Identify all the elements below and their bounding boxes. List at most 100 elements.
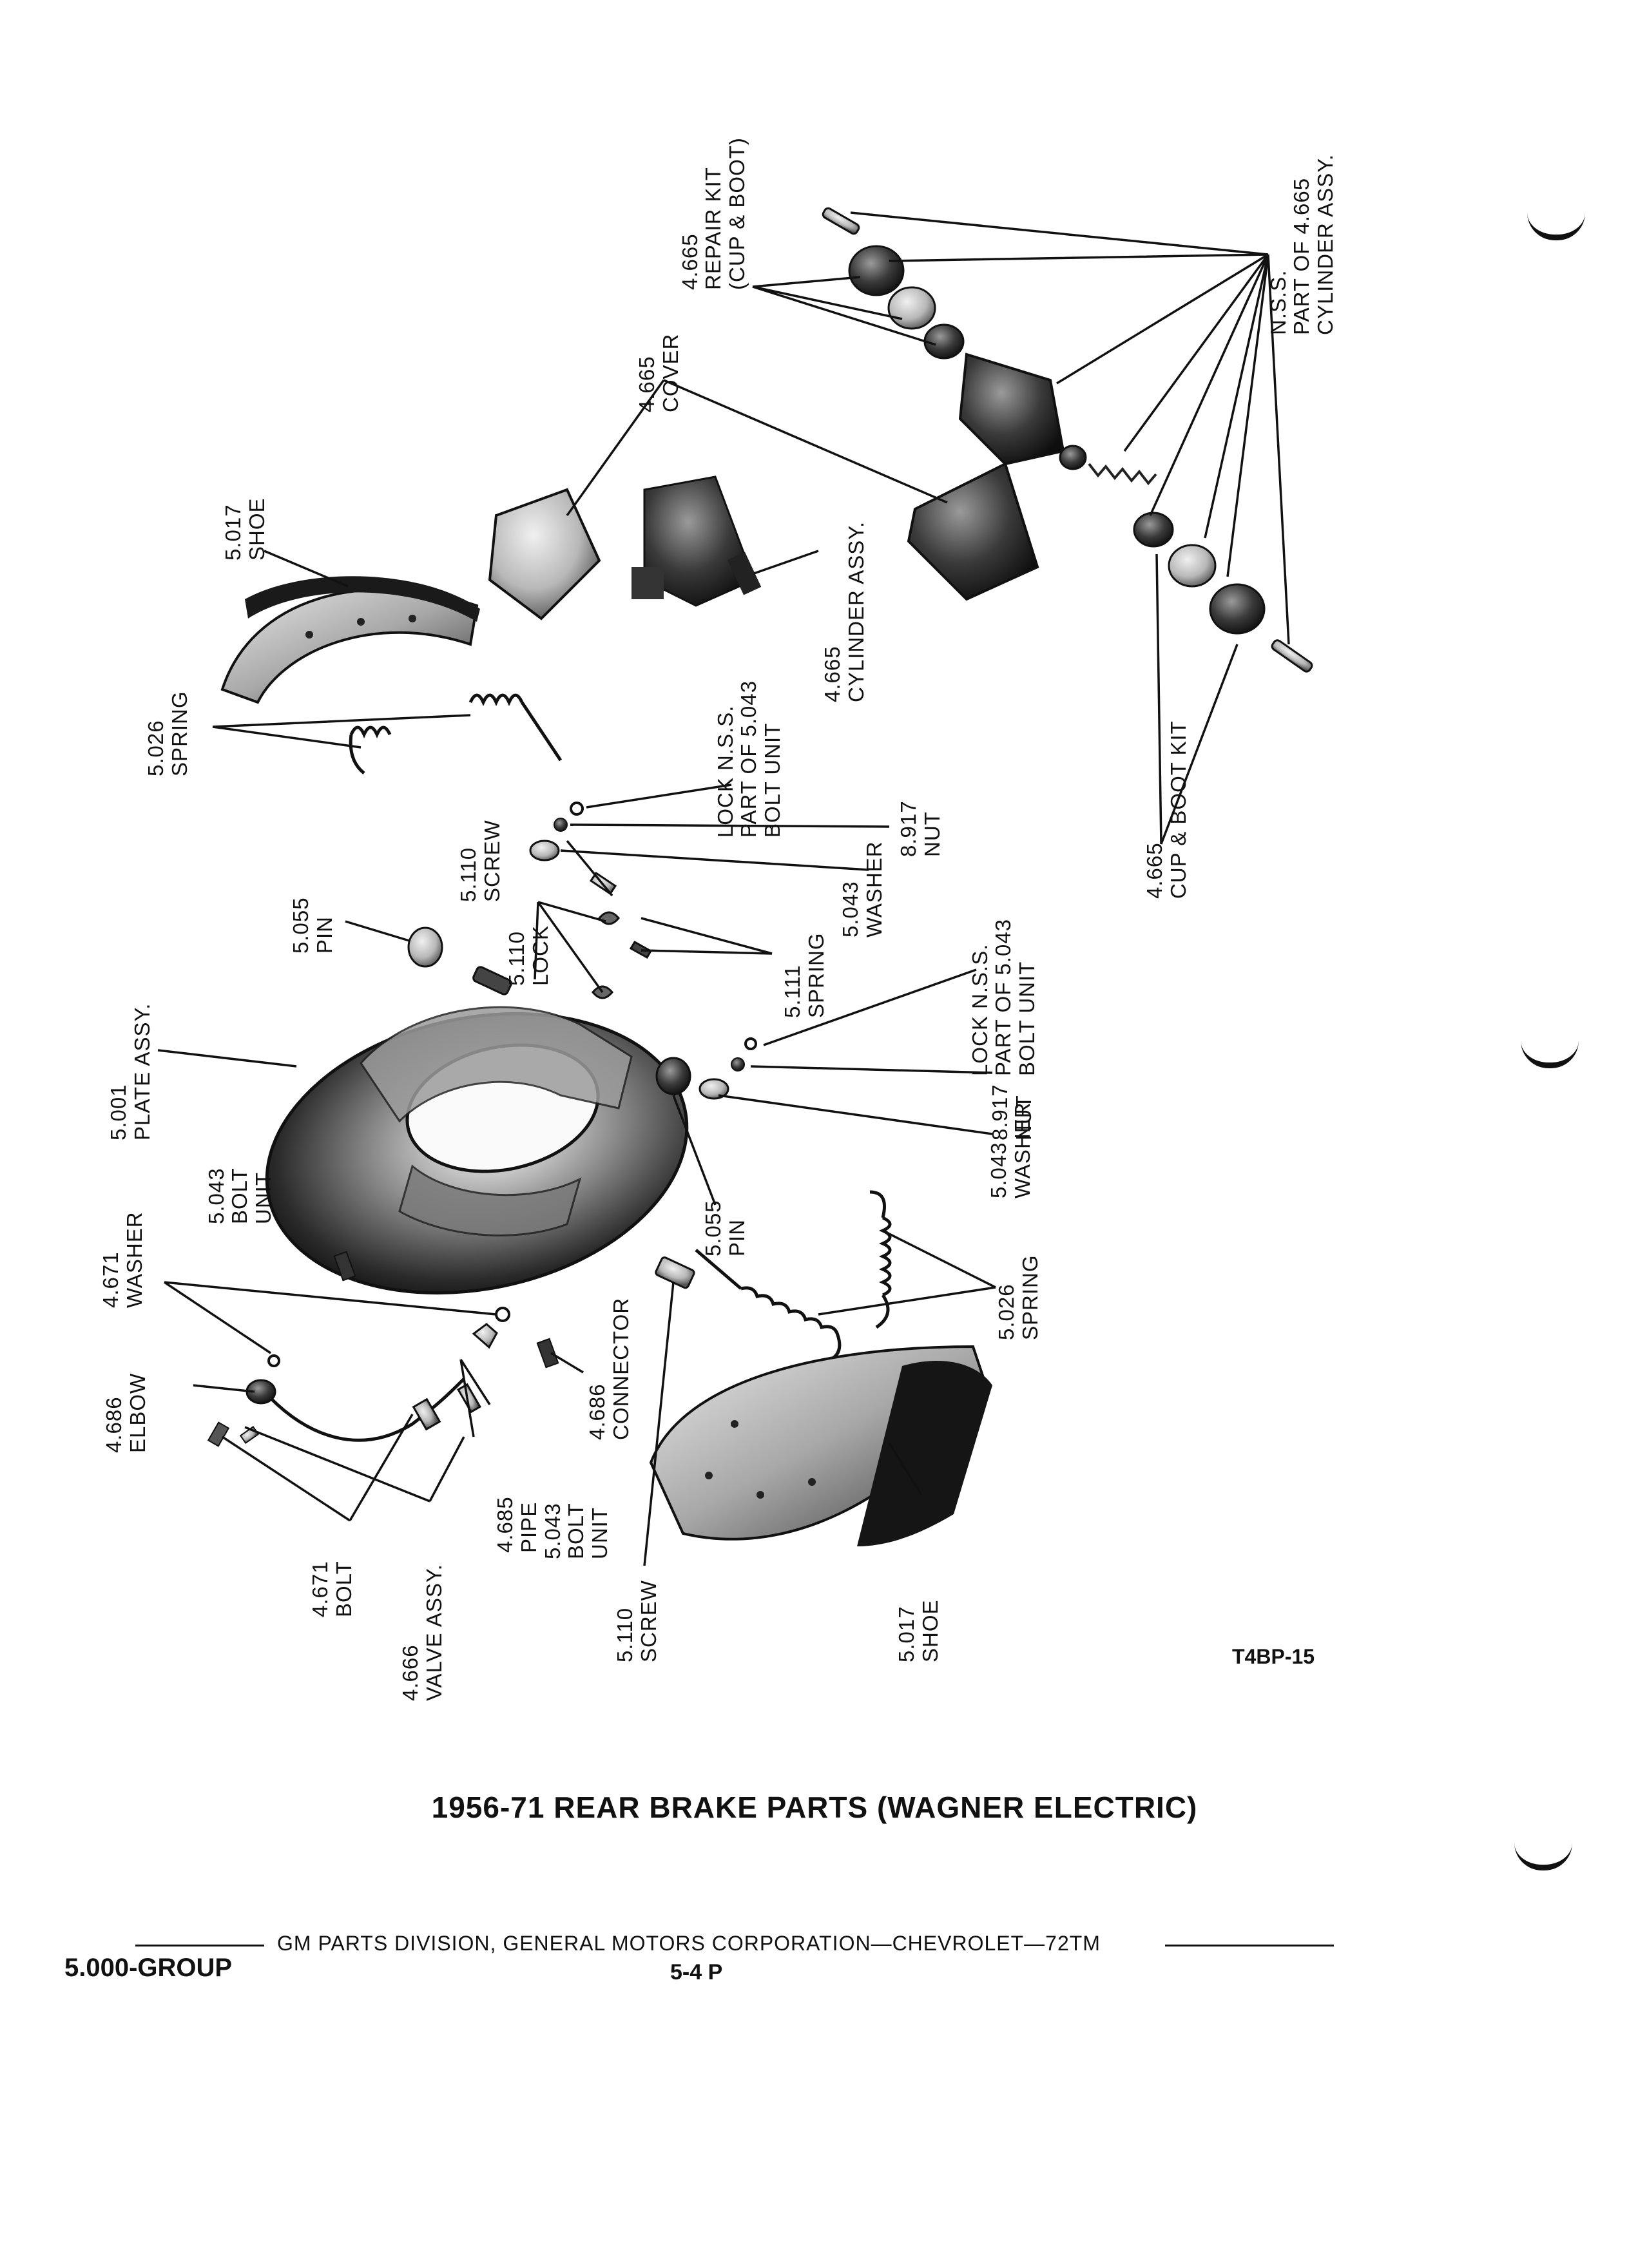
callout-upper-screw: 5.110 SCREW bbox=[456, 820, 504, 902]
svg-text:(CUP & BOOT): (CUP & BOOT) bbox=[725, 137, 749, 290]
svg-text:SCREW: SCREW bbox=[637, 1580, 660, 1662]
svg-text:CYLINDER ASSY.: CYLINDER ASSY. bbox=[1313, 154, 1337, 335]
lower-shoe-springs bbox=[695, 1190, 892, 1363]
svg-text:5.110: 5.110 bbox=[505, 931, 528, 986]
callout-labels: 4.665 REPAIR KIT (CUP & BOOT) N.S.S. PAR… bbox=[99, 137, 1337, 1701]
svg-text:4.665: 4.665 bbox=[820, 646, 844, 702]
svg-text:BOLT: BOLT bbox=[227, 1168, 251, 1224]
svg-text:BOLT: BOLT bbox=[564, 1503, 588, 1559]
svg-text:8.917: 8.917 bbox=[988, 1084, 1012, 1140]
callout-lower-bolt-unit: 5.043 BOLT UNIT bbox=[541, 1503, 612, 1559]
svg-text:SCREW: SCREW bbox=[480, 820, 504, 902]
svg-text:LOCK N.S.S.: LOCK N.S.S. bbox=[968, 944, 992, 1076]
callout-upper-washer: 5.043 WASHER bbox=[838, 841, 886, 937]
svg-text:CUP & BOOT KIT: CUP & BOOT KIT bbox=[1166, 720, 1190, 899]
callout-lock: 5.110 LOCK bbox=[505, 925, 552, 986]
svg-text:5.001: 5.001 bbox=[106, 1084, 130, 1140]
svg-text:5.026: 5.026 bbox=[994, 1283, 1018, 1340]
binding-mark-middle bbox=[1521, 1041, 1579, 1068]
callout-lower-nut: 8.917 NUT bbox=[988, 1084, 1036, 1140]
cylinder-housing bbox=[907, 462, 1039, 601]
svg-text:WASHER: WASHER bbox=[122, 1211, 146, 1308]
svg-text:4.686: 4.686 bbox=[585, 1383, 609, 1440]
lower-left-hardware bbox=[207, 1251, 695, 1447]
callout-lower-washer: 5.043 WASHER bbox=[987, 1102, 1034, 1198]
svg-text:5.026: 5.026 bbox=[144, 720, 168, 776]
svg-text:VALVE ASSY.: VALVE ASSY. bbox=[422, 1564, 446, 1701]
lower-brake-shoe bbox=[649, 1345, 992, 1546]
callout-cup-boot-kit: 4.665 CUP & BOOT KIT bbox=[1142, 720, 1190, 899]
svg-text:CONNECTOR: CONNECTOR bbox=[609, 1298, 633, 1440]
svg-text:5.110: 5.110 bbox=[456, 847, 480, 902]
callout-upper-lock-nss: LOCK N.S.S. PART OF 5.043 BOLT UNIT bbox=[713, 680, 784, 838]
footer-group: 5.000-GROUP bbox=[64, 1954, 233, 1982]
svg-text:UNIT: UNIT bbox=[588, 1507, 612, 1559]
figure-reference: T4BP-15 bbox=[1232, 1645, 1315, 1668]
svg-text:5.017: 5.017 bbox=[221, 504, 245, 561]
upper-small-hardware bbox=[407, 802, 653, 999]
right-small-hardware bbox=[655, 1037, 757, 1100]
svg-text:WASHER: WASHER bbox=[862, 841, 886, 937]
svg-text:5.110: 5.110 bbox=[613, 1608, 637, 1662]
svg-text:NUT: NUT bbox=[1012, 1095, 1036, 1140]
callout-plate-assy: 5.001 PLATE ASSY. bbox=[106, 1003, 154, 1140]
callout-upper-spring: 5.026 SPRING bbox=[144, 691, 191, 776]
svg-text:4.665: 4.665 bbox=[678, 233, 702, 290]
svg-text:CYLINDER ASSY.: CYLINDER ASSY. bbox=[844, 521, 868, 702]
svg-text:4.685: 4.685 bbox=[493, 1496, 517, 1553]
upper-brake-shoe bbox=[220, 576, 480, 704]
svg-text:PART OF 4.665: PART OF 4.665 bbox=[1289, 178, 1313, 335]
svg-text:NUT: NUT bbox=[920, 811, 944, 857]
upper-shoe-springs bbox=[349, 693, 563, 774]
svg-text:LOCK: LOCK bbox=[528, 925, 552, 986]
svg-text:BOLT: BOLT bbox=[332, 1561, 356, 1617]
svg-text:ELBOW: ELBOW bbox=[126, 1373, 149, 1453]
leader-lines bbox=[157, 211, 1290, 1566]
svg-text:PIN: PIN bbox=[313, 916, 336, 954]
svg-text:4.671: 4.671 bbox=[308, 1561, 332, 1617]
svg-text:PLATE ASSY.: PLATE ASSY. bbox=[130, 1003, 154, 1140]
svg-text:5.043: 5.043 bbox=[541, 1503, 564, 1559]
callout-lower-shoe: 5.017 SHOE bbox=[894, 1599, 942, 1662]
wheel-cylinder-assy bbox=[631, 476, 762, 607]
binding-mark-bottom bbox=[1514, 1843, 1572, 1870]
footer-rule-right bbox=[1165, 1945, 1334, 1946]
cylinder-exploded-parts bbox=[822, 207, 1313, 673]
svg-text:COVER: COVER bbox=[659, 334, 682, 412]
callout-upper-nut: 8.917 NUT bbox=[896, 800, 944, 857]
callout-connector: 4.686 CONNECTOR bbox=[585, 1298, 633, 1440]
exploded-brake-diagram: 4.665 REPAIR KIT (CUP & BOOT) N.S.S. PAR… bbox=[99, 137, 1337, 1701]
callout-nss-part: N.S.S. PART OF 4.665 CYLINDER ASSY. bbox=[1266, 154, 1337, 335]
svg-text:BOLT UNIT: BOLT UNIT bbox=[1015, 961, 1039, 1076]
cylinder-cover bbox=[488, 488, 601, 620]
binding-mark-top bbox=[1527, 213, 1585, 240]
callout-lower-screw: 5.110 SCREW bbox=[613, 1580, 660, 1662]
footer-rule-left bbox=[135, 1945, 264, 1946]
svg-text:5.111: 5.111 bbox=[780, 965, 804, 1018]
svg-text:PIPE: PIPE bbox=[517, 1502, 541, 1553]
figure-title: 1956-71 REAR BRAKE PARTS (WAGNER ELECTRI… bbox=[431, 1791, 1198, 1824]
svg-text:N.S.S.: N.S.S. bbox=[1266, 270, 1290, 335]
svg-text:5.017: 5.017 bbox=[894, 1606, 918, 1662]
svg-text:5.055: 5.055 bbox=[701, 1200, 725, 1256]
svg-text:REPAIR KIT: REPAIR KIT bbox=[701, 167, 725, 290]
svg-text:SPRING: SPRING bbox=[1018, 1254, 1042, 1340]
callout-lower-spring: 5.026 SPRING bbox=[994, 1254, 1042, 1340]
callout-small-spring: 5.111 SPRING bbox=[780, 932, 828, 1018]
callout-lower-lock-nss: LOCK N.S.S. PART OF 5.043 BOLT UNIT bbox=[968, 919, 1039, 1076]
backing-plate bbox=[265, 1006, 689, 1295]
callout-valve-assy: 4.666 VALVE ASSY. bbox=[398, 1564, 446, 1701]
svg-text:5.043: 5.043 bbox=[838, 881, 862, 937]
footer-corporation: GM PARTS DIVISION, GENERAL MOTORS CORPOR… bbox=[277, 1932, 1101, 1955]
callout-cover: 4.665 COVER bbox=[635, 334, 682, 412]
callout-upper-shoe: 5.017 SHOE bbox=[221, 497, 269, 561]
callout-repair-kit: 4.665 REPAIR KIT (CUP & BOOT) bbox=[678, 137, 749, 290]
callout-pipe: 4.685 PIPE bbox=[493, 1496, 541, 1553]
callout-washer-4671: 4.671 WASHER bbox=[99, 1211, 146, 1308]
svg-text:SHOE: SHOE bbox=[245, 497, 269, 561]
callout-upper-pin: 5.055 PIN bbox=[289, 897, 336, 954]
svg-text:5.043: 5.043 bbox=[204, 1168, 228, 1224]
svg-text:LOCK N.S.S.: LOCK N.S.S. bbox=[713, 706, 737, 838]
callout-lower-pin: 5.055 PIN bbox=[701, 1200, 749, 1256]
